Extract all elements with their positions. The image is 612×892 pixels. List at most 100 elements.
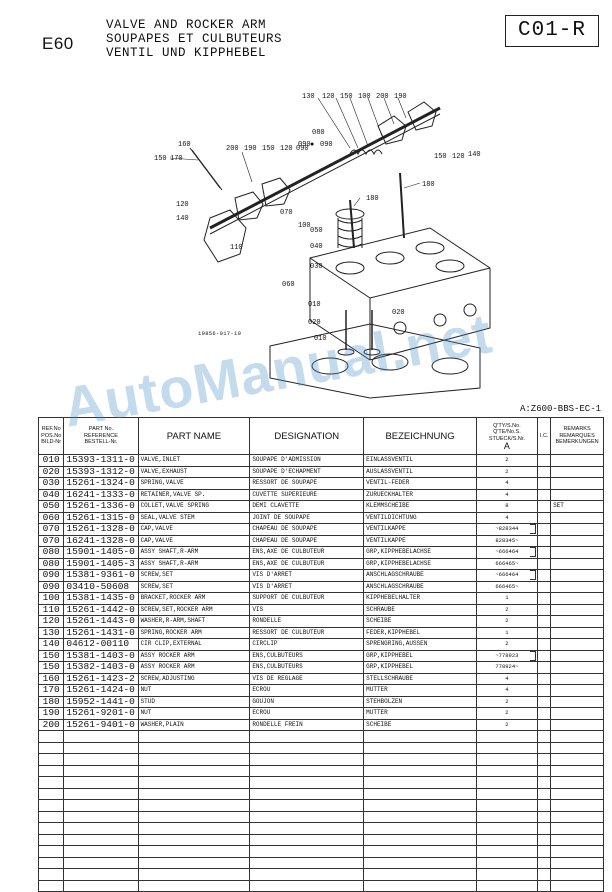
part-number: 15261-1324-0 <box>63 477 139 490</box>
ref-no: 090 <box>37 569 65 582</box>
bezeichnung: VENTILDICHTUNG <box>363 511 477 524</box>
bezeichnung: GRP,KIPPHEBEL <box>363 661 477 674</box>
part-number <box>63 753 139 766</box>
interchange <box>536 868 552 881</box>
part-name <box>137 833 251 846</box>
ref-no: 170 <box>37 684 65 697</box>
svg-text:060: 060 <box>282 281 295 289</box>
interchange <box>536 672 552 685</box>
designation: ENS,AXE DE CULBUTEUR <box>249 546 365 559</box>
part-number: 15382-1403-0 <box>63 661 139 674</box>
svg-text:010: 010 <box>314 335 327 343</box>
svg-text:100: 100 <box>298 222 311 230</box>
part-number: 04612-00110 <box>63 638 139 651</box>
remarks <box>550 477 604 490</box>
svg-text:010: 010 <box>308 301 321 309</box>
part-number <box>63 879 139 892</box>
remarks <box>550 695 604 708</box>
ref-no <box>37 810 65 823</box>
designation: ECROU <box>249 684 365 697</box>
bezeichnung: VENTIL-FEDER <box>363 477 477 490</box>
remarks <box>550 730 604 743</box>
part-name <box>137 856 251 869</box>
ref-no: 010 <box>37 454 65 467</box>
designation: DEMI CLAVETTE <box>249 500 365 513</box>
empty-row <box>37 822 604 835</box>
remarks <box>550 741 604 754</box>
bezeichnung: ANSCHLAGSCHRAUBE <box>363 580 477 593</box>
quantity: ~666464 <box>475 569 538 582</box>
part-number: 15381-9361-0 <box>63 569 139 582</box>
empty-row <box>37 799 604 812</box>
ref-no: 090 <box>37 580 65 593</box>
ref-no <box>37 764 65 777</box>
bezeichnung <box>363 730 477 743</box>
designation: ECROU <box>249 707 365 720</box>
part-number <box>63 833 139 846</box>
empty-row <box>37 856 604 869</box>
interchange <box>536 787 552 800</box>
quantity: 1 <box>475 592 538 605</box>
remarks <box>550 799 604 812</box>
part-name: SPRING,VALVE <box>137 477 251 490</box>
bezeichnung <box>363 822 477 835</box>
quantity: 2 <box>475 695 538 708</box>
bezeichnung <box>363 787 477 800</box>
part-number: 15261-1424-0 <box>63 684 139 697</box>
bezeichnung: GRP,KIPPHEBELACHSE <box>363 546 477 559</box>
svg-text:120: 120 <box>176 201 189 209</box>
quantity: 8 <box>475 500 538 513</box>
bezeichnung <box>363 776 477 789</box>
bezeichnung: SCHRAUBE <box>363 603 477 616</box>
part-number <box>63 845 139 858</box>
remarks <box>550 661 604 674</box>
designation <box>249 845 365 858</box>
part-number <box>63 764 139 777</box>
interchange <box>536 465 552 478</box>
ref-no <box>37 845 65 858</box>
part-name: NUT <box>137 684 251 697</box>
part-name <box>137 741 251 754</box>
part-number: 16241-1333-0 <box>63 488 139 501</box>
designation <box>249 833 365 846</box>
designation <box>249 879 365 892</box>
ref-no <box>37 787 65 800</box>
part-name: CAP,VALVE <box>137 523 251 536</box>
col-quantity: Q'TY/S.No.Q'TE/No.S.STUECK/S.Nr.A <box>475 417 538 455</box>
part-name: SCREW,SET <box>137 569 251 582</box>
part-name: COLLET,VALVE SPRING <box>137 500 251 513</box>
ref-no: 060 <box>37 511 65 524</box>
part-name <box>137 810 251 823</box>
bezeichnung: FEDER,KIPPHEBEL <box>363 626 477 639</box>
interchange <box>536 684 552 697</box>
svg-text:150: 150 <box>262 145 275 153</box>
part-name <box>137 776 251 789</box>
remarks <box>550 707 604 720</box>
quantity <box>475 730 538 743</box>
part-number: 15261-1431-0 <box>63 626 139 639</box>
bezeichnung <box>363 868 477 881</box>
part-number: 15261-9401-0 <box>63 718 139 731</box>
title-german: VENTIL UND KIPPHEBEL <box>106 46 267 60</box>
bezeichnung: SPRENGRING,AUSSEN <box>363 638 477 651</box>
svg-text:200: 200 <box>226 145 239 153</box>
interchange <box>536 845 552 858</box>
quantity <box>475 799 538 812</box>
svg-text:180: 180 <box>366 195 379 203</box>
remarks <box>550 868 604 881</box>
drawing-id: 19856-017-10 <box>198 330 242 337</box>
remarks <box>550 557 604 570</box>
interchange-bracket-mark <box>529 570 536 580</box>
bezeichnung <box>363 753 477 766</box>
interchange <box>536 707 552 720</box>
empty-row <box>37 776 604 789</box>
part-name <box>137 764 251 777</box>
remarks <box>550 856 604 869</box>
part-number <box>63 787 139 800</box>
